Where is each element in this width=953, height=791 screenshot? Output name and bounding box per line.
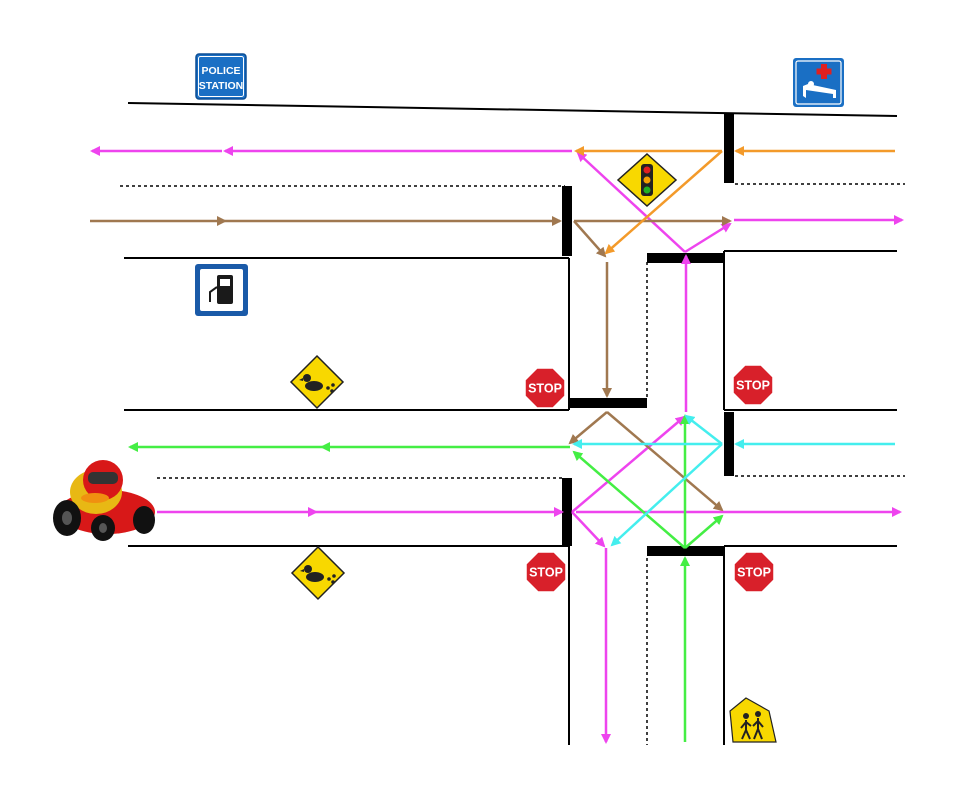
stop-sign-label: STOP (736, 379, 770, 393)
traffic-light-warning-sign (616, 152, 678, 208)
magenta-arrow (571, 511, 606, 548)
cyan-arrow (610, 443, 723, 547)
school-children-crossing-sign (729, 697, 777, 743)
stop-sign: STOP (733, 551, 775, 593)
stop-bar-lower (647, 546, 725, 556)
stop-sign: STOP (524, 367, 566, 409)
duck-crossing-sign (290, 545, 346, 601)
magenta-arrow (684, 222, 732, 254)
magenta-arrow (571, 415, 686, 513)
road-edges (124, 102, 898, 745)
route-arrows (90, 146, 904, 744)
stop-sign-label: STOP (528, 382, 562, 396)
wheel (133, 506, 155, 534)
orange-arrow (604, 150, 723, 255)
stop-bar-middle-west (562, 478, 572, 546)
magenta-arrow (576, 151, 686, 253)
upper-road-top-edge (127, 102, 898, 117)
fuel-pump-sign (195, 264, 248, 316)
stop-sign: STOP (732, 364, 774, 406)
duck-icon (305, 381, 323, 391)
stop-bar-middle-east (724, 412, 734, 476)
green-arrow (572, 450, 686, 549)
hospital-bed-sign (793, 58, 844, 107)
bed-icon (803, 84, 836, 98)
green-arrow (684, 514, 724, 549)
brown-arrow (573, 220, 607, 258)
stop-sign: STOP (525, 551, 567, 593)
duck-crossing-sign (289, 354, 345, 410)
lane-dividers (120, 183, 905, 745)
police-station-line1: POLICE (201, 65, 240, 77)
police-station-sign: POLICE STATION (195, 53, 247, 100)
cyan-arrow (684, 414, 723, 445)
race-car-duck (53, 460, 155, 541)
stop-bar-connector-bottom (569, 398, 647, 408)
duck-icon (306, 572, 324, 582)
police-station-line2: STATION (199, 80, 244, 92)
stop-bar-upper-east (724, 113, 734, 183)
stop-sign-label: STOP (529, 566, 563, 580)
stop-sign-label: STOP (737, 566, 771, 580)
stop-bar-upper-west (562, 186, 572, 256)
brown-arrow (606, 411, 724, 512)
brown-arrow (568, 411, 608, 445)
children-walking-icon (740, 711, 764, 740)
